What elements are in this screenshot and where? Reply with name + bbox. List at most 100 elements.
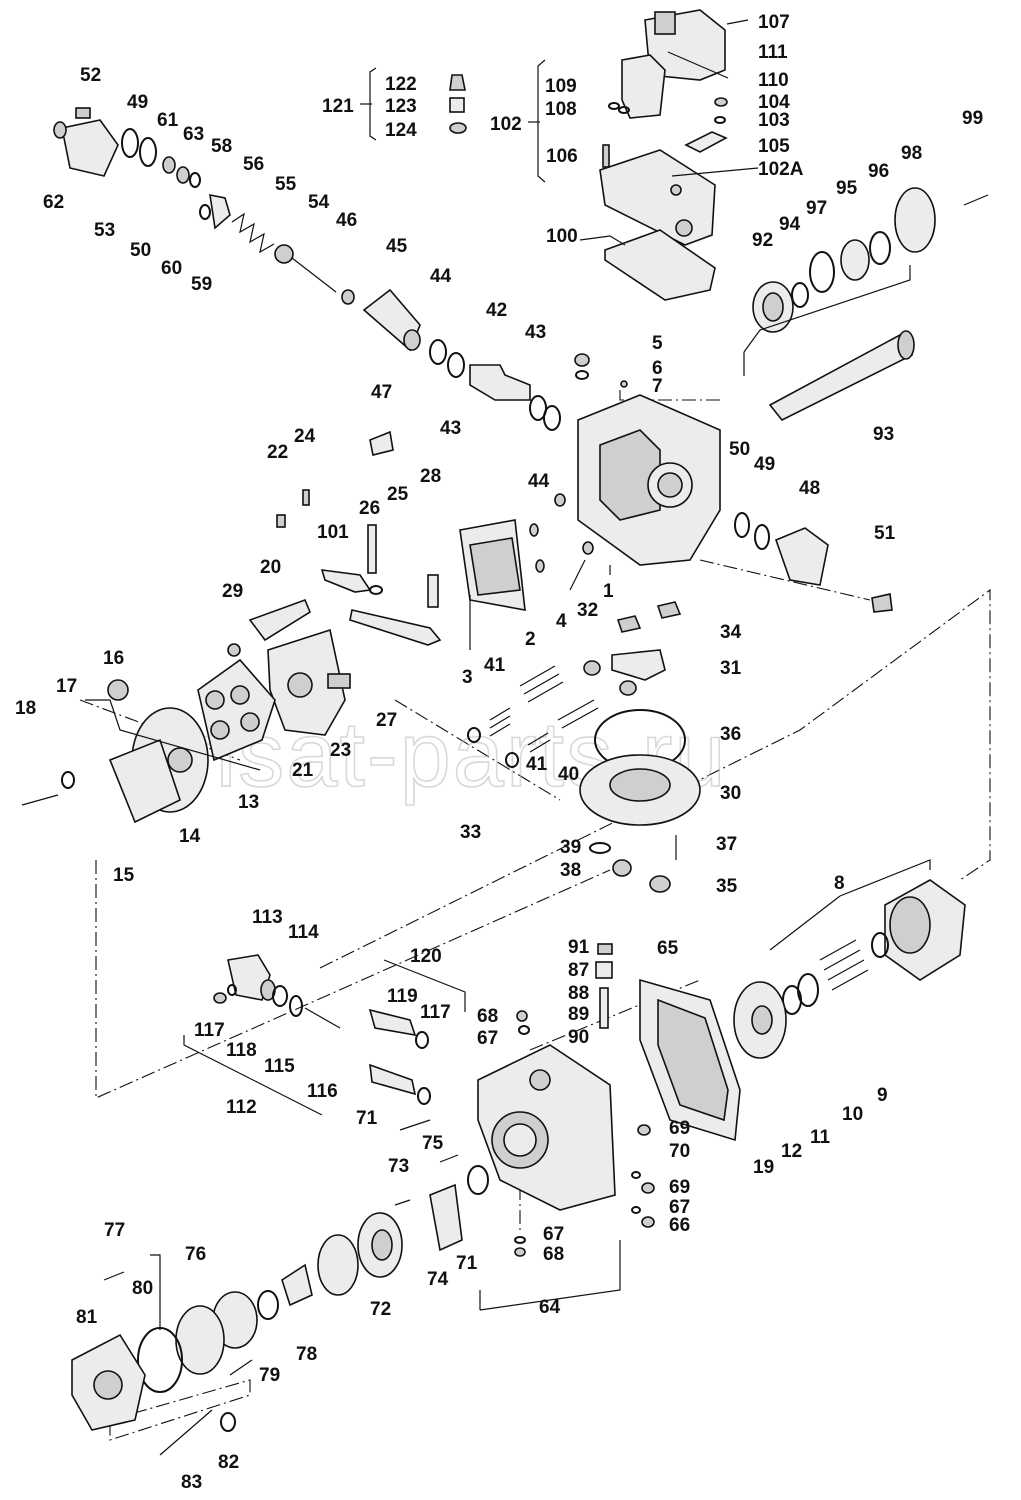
callout-label-72: 72	[370, 1299, 391, 1320]
leader-lines	[85, 51, 931, 1376]
callout-label-81: 81	[76, 1307, 98, 1328]
callout-label-105: 105	[758, 136, 790, 157]
callout-label-92: 92	[752, 230, 773, 251]
callout-label-109: 109	[545, 76, 577, 97]
callout-label-8: 8	[834, 873, 845, 894]
callout-label-71: 71	[356, 1108, 378, 1129]
callout-label-118: 118	[226, 1040, 257, 1061]
callout-label-71: 71	[456, 1253, 478, 1274]
callout-label-60: 60	[161, 258, 182, 279]
callout-label-59: 59	[191, 274, 212, 295]
callout-label-50: 50	[729, 439, 750, 460]
callout-label-35: 35	[716, 876, 738, 897]
callout-label-27: 27	[376, 710, 397, 731]
callout-label-17: 17	[56, 676, 77, 697]
callout-label-51: 51	[874, 523, 896, 544]
callout-label-41: 41	[526, 754, 548, 775]
callout-label-74: 74	[427, 1269, 449, 1290]
callout-label-117: 117	[194, 1020, 225, 1041]
callout-label-7: 7	[652, 376, 663, 397]
assembly-axes	[79, 390, 991, 1441]
callout-label-107: 107	[758, 12, 790, 33]
callout-label-6: 6	[652, 358, 663, 379]
callout-label-120: 120	[410, 946, 442, 967]
callout-label-99: 99	[962, 108, 983, 129]
callout-label-41: 41	[484, 655, 506, 676]
callout-label-33: 33	[460, 822, 481, 843]
callout-labels: 107 111 110 109 108 104 103 102 105 106 …	[15, 12, 983, 1493]
callout-label-68: 68	[477, 1006, 498, 1027]
callout-label-40: 40	[558, 764, 579, 785]
callout-label-12: 12	[781, 1141, 802, 1162]
callout-label-110: 110	[758, 70, 789, 91]
callout-label-88: 88	[568, 983, 589, 1004]
callout-label-76: 76	[185, 1244, 206, 1265]
callout-label-103: 103	[758, 110, 790, 131]
callout-label-63: 63	[183, 124, 204, 145]
callout-label-38: 38	[560, 860, 581, 881]
callout-label-56: 56	[243, 154, 264, 175]
callout-label-4: 4	[556, 611, 567, 632]
callout-label-75: 75	[422, 1133, 444, 1154]
callout-label-39: 39	[560, 837, 581, 858]
callout-label-18: 18	[15, 698, 36, 719]
callout-label-47: 47	[371, 382, 392, 403]
callout-label-67: 67	[477, 1028, 498, 1049]
callout-label-87: 87	[568, 960, 589, 981]
callout-label-26: 26	[359, 498, 380, 519]
callout-label-43: 43	[440, 418, 461, 439]
callout-label-77: 77	[104, 1220, 125, 1241]
callout-label-79: 79	[259, 1365, 280, 1386]
callout-label-90: 90	[568, 1027, 589, 1048]
callout-label-13: 13	[238, 792, 259, 813]
callout-label-16: 16	[103, 648, 124, 669]
callout-label-19: 19	[753, 1157, 774, 1178]
callout-label-20: 20	[260, 557, 281, 578]
part-illustrations	[21, 9, 989, 1456]
callout-label-108: 108	[545, 99, 577, 120]
callout-label-31: 31	[720, 658, 742, 679]
callout-label-67: 67	[669, 1197, 690, 1218]
callout-label-97: 97	[806, 198, 827, 219]
callout-label-82: 82	[218, 1452, 239, 1473]
callout-label-115: 115	[264, 1056, 295, 1077]
callout-label-111: 111	[758, 42, 788, 63]
callout-label-32: 32	[577, 600, 598, 621]
callout-label-36: 36	[720, 724, 741, 745]
callout-label-25: 25	[387, 484, 409, 505]
callout-label-113: 113	[252, 907, 283, 928]
callout-label-69: 69	[669, 1118, 690, 1139]
callout-label-124: 124	[385, 120, 417, 141]
callout-label-104: 104	[758, 92, 790, 113]
callout-label-98: 98	[901, 143, 922, 164]
callout-label-61: 61	[157, 110, 179, 131]
callout-label-83: 83	[181, 1472, 202, 1493]
callout-label-14: 14	[179, 826, 201, 847]
callout-label-95: 95	[836, 178, 858, 199]
callout-label-66: 66	[669, 1215, 690, 1236]
callout-label-68: 68	[543, 1244, 564, 1265]
callout-label-91: 91	[568, 937, 590, 958]
callout-label-114: 114	[288, 922, 319, 943]
callout-label-122: 122	[385, 74, 417, 95]
callout-label-62: 62	[43, 192, 64, 213]
callout-label-67: 67	[543, 1224, 564, 1245]
callout-label-121: 121	[322, 96, 354, 117]
callout-label-1: 1	[603, 581, 614, 602]
callout-label-64: 64	[539, 1297, 561, 1318]
callout-label-43: 43	[525, 322, 546, 343]
callout-label-48: 48	[799, 478, 820, 499]
callout-label-28: 28	[420, 466, 441, 487]
callout-label-22: 22	[267, 442, 288, 463]
callout-label-9: 9	[877, 1085, 888, 1106]
callout-label-58: 58	[211, 136, 232, 157]
callout-label-94: 94	[779, 214, 801, 235]
callout-label-119: 119	[387, 986, 418, 1007]
callout-label-3: 3	[462, 667, 473, 688]
callout-label-89: 89	[568, 1004, 589, 1025]
callout-label-42: 42	[486, 300, 507, 321]
callout-label-100: 100	[546, 226, 578, 247]
callout-label-70: 70	[669, 1141, 690, 1162]
callout-label-106: 106	[546, 146, 578, 167]
